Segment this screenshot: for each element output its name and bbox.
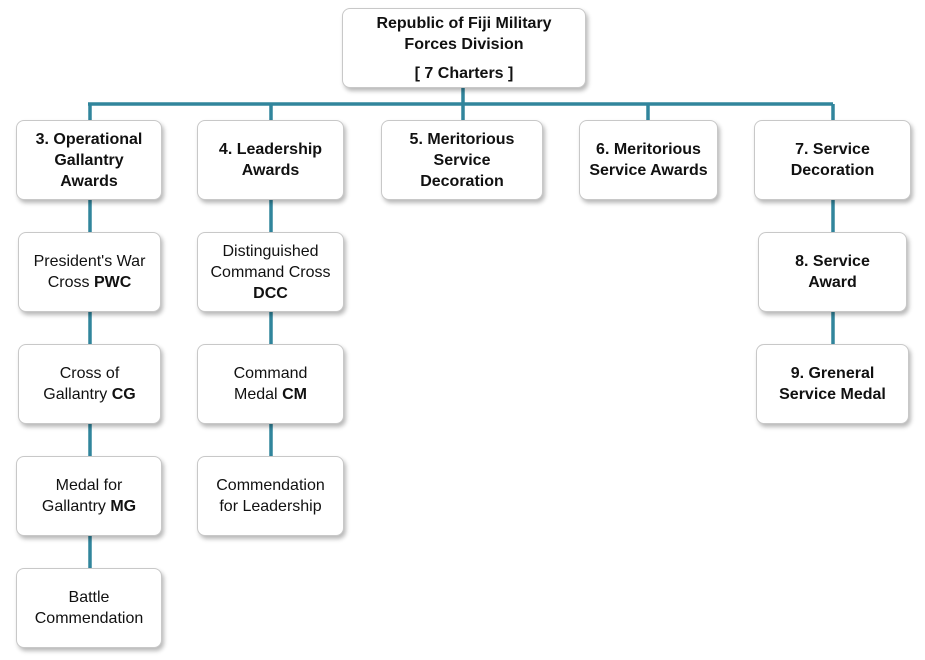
- category-label-line: Service: [433, 151, 491, 169]
- category-label-line: 8. Service: [795, 253, 870, 270]
- award-label-line: Medal for: [55, 477, 123, 494]
- category-label-line: Service Awards: [589, 162, 708, 179]
- category-operational-gallantry-awards: 3. Operational Gallantry Awards: [16, 120, 162, 200]
- award-label-line: Medal CM: [234, 384, 307, 405]
- award-commendation-for-leadership: Commendation for Leadership: [197, 456, 344, 536]
- category-label-line: 4. Leadership: [218, 141, 323, 158]
- root-box: Republic of Fiji Military Forces Divisio…: [342, 8, 586, 88]
- award-label-line: Command Cross: [210, 263, 331, 281]
- award-label-line: Battle: [68, 589, 110, 606]
- award-abbreviation: CM: [282, 386, 307, 403]
- category-label-line: 3. Operational: [35, 130, 143, 148]
- category-label-line: Decoration: [790, 162, 875, 179]
- award-label-text: Cross: [47, 274, 94, 291]
- category-meritorious-service-decoration: 5. Meritorious Service Decoration: [381, 120, 543, 200]
- category-label-line: 5. Meritorious: [409, 130, 515, 148]
- award-label-line: Gallantry CG: [43, 384, 135, 405]
- category-label-line: 7. Service: [795, 141, 870, 158]
- award-label-line: Commendation: [34, 610, 144, 627]
- award-label-text: Gallantry: [41, 498, 111, 515]
- root-title-line1: Republic of Fiji Military: [376, 14, 552, 32]
- award-battle-commendation: Battle Commendation: [16, 568, 162, 648]
- category-general-service-medal: 9. Greneral Service Medal: [756, 344, 909, 424]
- award-abbreviation: PWC: [93, 274, 132, 291]
- category-label-line: Awards: [241, 162, 300, 179]
- root-subtitle: [ 7 Charters ]: [414, 64, 514, 82]
- category-label-line: Gallantry: [54, 151, 124, 169]
- award-label-line: Command: [233, 365, 308, 382]
- category-meritorious-service-awards: 6. Meritorious Service Awards: [579, 120, 718, 200]
- root-title-line2: Forces Division: [404, 35, 524, 53]
- category-label-line: Decoration: [420, 172, 504, 190]
- award-abbreviation: DCC: [253, 284, 288, 302]
- award-abbreviation: CG: [111, 386, 136, 403]
- award-label-line: for Leadership: [219, 498, 322, 515]
- category-label-line: 6. Meritorious: [596, 141, 701, 158]
- award-label-line: Gallantry MG: [42, 496, 136, 517]
- award-label-text: Medal: [234, 386, 283, 403]
- award-presidents-war-cross: President's War Cross PWC: [18, 232, 161, 312]
- award-distinguished-command-cross: Distinguished Command Cross DCC: [197, 232, 344, 312]
- award-label-line: President's War: [33, 253, 146, 270]
- award-command-medal: Command Medal CM: [197, 344, 344, 424]
- award-label-line: Cross PWC: [48, 272, 132, 293]
- award-label-line: Commendation: [216, 477, 325, 494]
- category-label-line: Service Medal: [779, 386, 886, 403]
- award-label-text: Gallantry: [43, 386, 112, 403]
- category-service-decoration: 7. Service Decoration: [754, 120, 911, 200]
- award-label-line: Cross of: [59, 365, 120, 382]
- category-leadership-awards: 4. Leadership Awards: [197, 120, 344, 200]
- award-medal-for-gallantry: Medal for Gallantry MG: [16, 456, 162, 536]
- category-label-line: 9. Greneral: [790, 365, 875, 382]
- category-label-line: Award: [808, 274, 857, 291]
- award-abbreviation: MG: [110, 498, 137, 515]
- award-label-line: Distinguished: [222, 242, 319, 260]
- award-cross-of-gallantry: Cross of Gallantry CG: [18, 344, 161, 424]
- category-service-award: 8. Service Award: [758, 232, 907, 312]
- category-label-line: Awards: [60, 172, 118, 190]
